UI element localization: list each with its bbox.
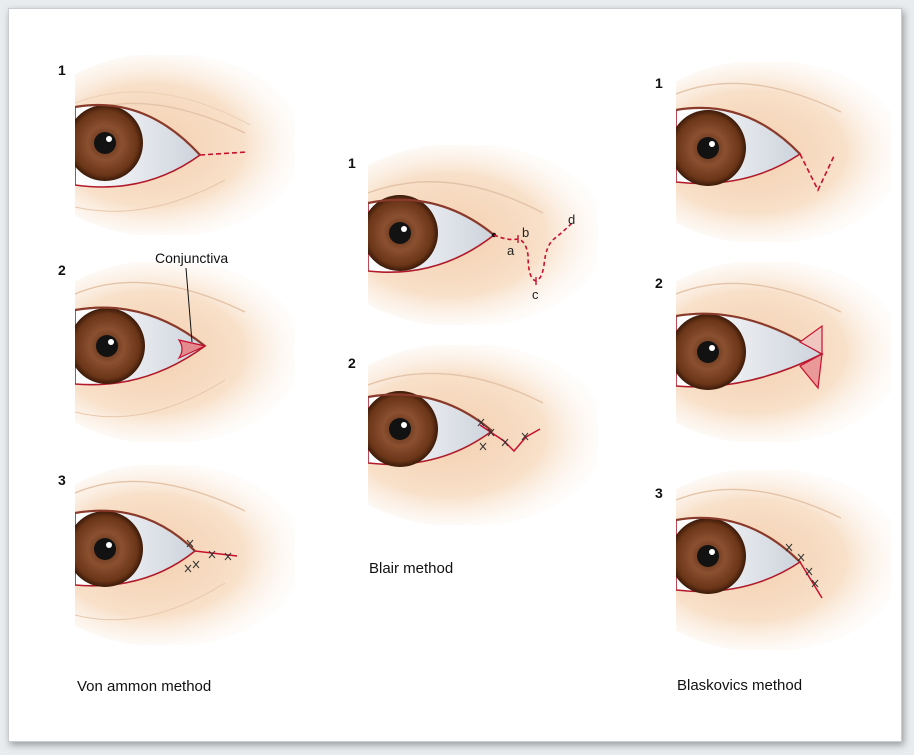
- blair-step-1-illustration: [368, 145, 598, 325]
- blair-caption: Blair method: [369, 560, 454, 577]
- blaskovics-step-2-illustration: [676, 262, 891, 442]
- blair-step-2-label: 2: [348, 355, 356, 371]
- blair-point-d: d: [568, 212, 576, 227]
- von-ammon-step-1-label: 1: [58, 62, 66, 78]
- von-ammon-step-3-illustration: [75, 465, 295, 645]
- von-ammon-step-3-label: 3: [58, 472, 66, 488]
- conjunctiva-callout-label: Conjunctiva: [155, 250, 229, 266]
- blair-point-c: c: [532, 287, 539, 302]
- conjunctiva-leader-line: [185, 267, 193, 343]
- von-ammon-step-1-illustration: [75, 55, 295, 235]
- blaskovics-step-3-label: 3: [655, 485, 663, 501]
- blaskovics-step-2-label: 2: [655, 275, 663, 291]
- blaskovics-step-3-illustration: [676, 470, 891, 650]
- blaskovics-step-1-label: 1: [655, 75, 663, 91]
- von-ammon-caption: Von ammon method: [77, 678, 212, 695]
- blair-point-b: b: [522, 225, 530, 240]
- blair-point-a: a: [507, 243, 515, 258]
- von-ammon-step-2-label: 2: [58, 262, 66, 278]
- blair-step-1-label: 1: [348, 155, 356, 171]
- blaskovics-step-1-illustration: [676, 62, 891, 242]
- blaskovics-caption: Blaskovics method: [677, 677, 803, 694]
- von-ammon-step-2-illustration: [75, 262, 295, 442]
- blair-step-2-illustration: [368, 345, 598, 525]
